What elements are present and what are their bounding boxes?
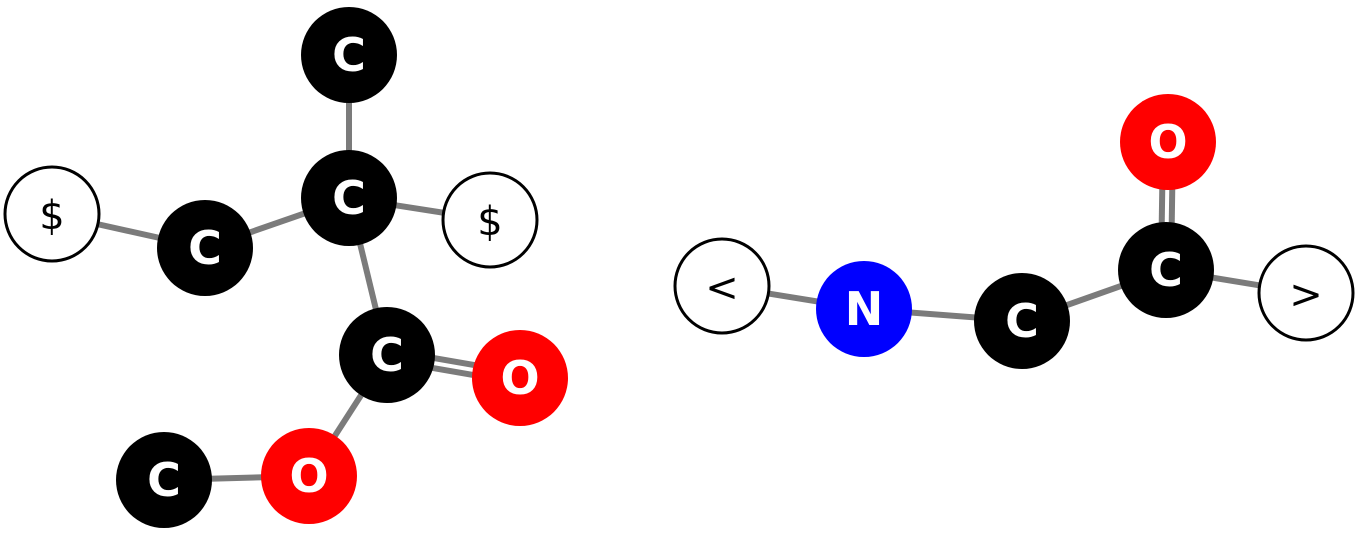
atom-oxygen: O [472, 330, 568, 426]
atom-label: C [1005, 294, 1039, 348]
atom-label: $ [477, 199, 502, 245]
atom-carbon: C [116, 432, 212, 528]
atom-circle [1120, 94, 1216, 190]
atom-label: < [705, 265, 739, 311]
atom-nitrogen: N [816, 261, 912, 357]
attachment-point: < [673, 237, 771, 335]
atom-circle [301, 7, 397, 103]
atom-label: O [500, 351, 539, 405]
atom-circle [116, 432, 212, 528]
atom-carbon: C [974, 273, 1070, 369]
atom-label: N [845, 282, 884, 336]
cap-circle [1257, 244, 1355, 342]
cap-circle [441, 171, 539, 269]
atom-label: C [188, 221, 222, 275]
attachment-point: $ [441, 171, 539, 269]
atom-circle [157, 200, 253, 296]
atom-circle [339, 307, 435, 403]
atom-carbon: C [157, 200, 253, 296]
cap-circle [673, 237, 771, 335]
atom-label: O [289, 449, 328, 503]
atom-circle [1118, 222, 1214, 318]
attachment-point: > [1257, 244, 1355, 342]
atom-circle [816, 261, 912, 357]
atom-carbon: C [339, 307, 435, 403]
atom-label: C [332, 171, 366, 225]
atom-oxygen: O [1120, 94, 1216, 190]
atom-carbon: C [301, 150, 397, 246]
atom-carbon: C [301, 7, 397, 103]
atom-carbon: C [1118, 222, 1214, 318]
cap-circle [3, 165, 101, 263]
attachment-point: $ [3, 165, 101, 263]
atom-label: > [1289, 272, 1323, 318]
atom-circle [974, 273, 1070, 369]
atom-layer: C C $ C $ C O O C < N C C O > [3, 7, 1355, 528]
atom-label: C [1149, 243, 1183, 297]
atom-label: $ [39, 193, 64, 239]
atom-label: C [147, 453, 181, 507]
atom-oxygen: O [261, 428, 357, 524]
atom-label: C [370, 328, 404, 382]
atom-circle [261, 428, 357, 524]
atom-circle [472, 330, 568, 426]
atom-label: O [1148, 115, 1187, 169]
atom-label: C [332, 28, 366, 82]
atom-circle [301, 150, 397, 246]
